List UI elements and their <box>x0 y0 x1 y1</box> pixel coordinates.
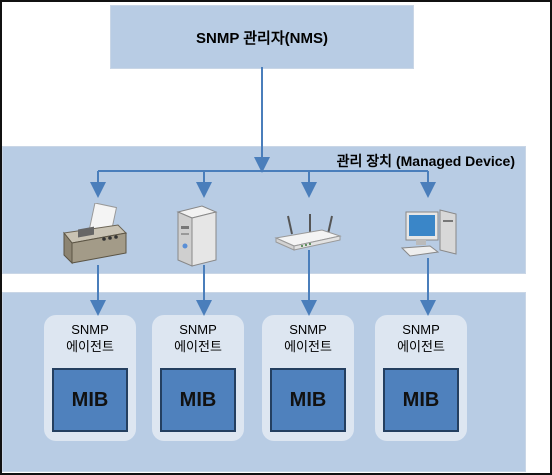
agent-label-line2: 에이전트 <box>284 339 332 354</box>
desktop-computer-icon <box>400 209 457 257</box>
router-icon <box>274 214 342 251</box>
mib-box: MIB <box>160 368 236 432</box>
agent-label: SNMP 에이전트 <box>375 321 467 355</box>
mib-box: MIB <box>270 368 346 432</box>
mib-label: MIB <box>71 388 109 411</box>
mib-label: MIB <box>179 388 217 411</box>
managed-device-label: 관리 장치 (Managed Device) <box>336 153 515 169</box>
agent-card-3: SNMP 에이전트 MIB <box>262 315 354 441</box>
agent-label-line2: 에이전트 <box>174 339 222 354</box>
agent-card-4: SNMP 에이전트 MIB <box>375 315 467 441</box>
agent-label: SNMP 에이전트 <box>262 321 354 355</box>
mib-box: MIB <box>52 368 128 432</box>
agent-card-2: SNMP 에이전트 MIB <box>152 315 244 441</box>
mib-box: MIB <box>383 368 459 432</box>
fax-machine-icon <box>63 203 128 265</box>
agent-label-line2: 에이전트 <box>66 339 114 354</box>
nms-box: SNMP 관리자(NMS) <box>110 5 414 69</box>
agent-card-1: SNMP 에이전트 MIB <box>44 315 136 441</box>
agent-label-line1: SNMP <box>402 322 440 337</box>
nms-label: SNMP 관리자(NMS) <box>196 29 328 47</box>
agent-label: SNMP 에이전트 <box>152 321 244 355</box>
agent-label: SNMP 에이전트 <box>44 321 136 355</box>
server-tower-icon <box>176 205 218 267</box>
mib-label: MIB <box>402 388 440 411</box>
agent-label-line1: SNMP <box>179 322 217 337</box>
agent-label-line1: SNMP <box>289 322 327 337</box>
agent-label-line2: 에이전트 <box>397 339 445 354</box>
mib-label: MIB <box>289 388 327 411</box>
agent-label-line1: SNMP <box>71 322 109 337</box>
